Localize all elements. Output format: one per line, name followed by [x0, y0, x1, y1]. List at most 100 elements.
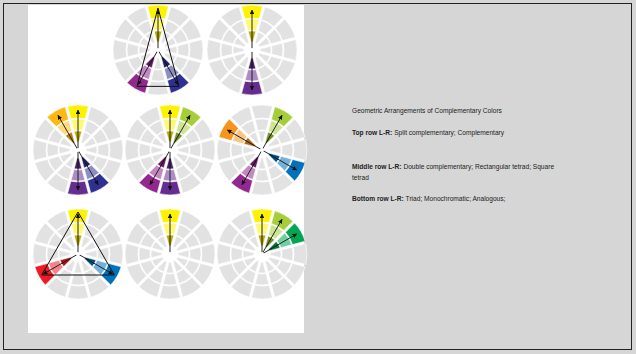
harmony-polygon — [42, 212, 115, 275]
grey-segment — [33, 140, 47, 161]
wheel-center — [156, 48, 160, 52]
grey-segment — [139, 211, 161, 231]
color-wheel — [33, 209, 123, 299]
hue-arrow — [78, 214, 79, 254]
grey-segment — [59, 250, 70, 257]
grey-segment — [101, 119, 121, 141]
grey-segment — [151, 250, 162, 257]
grey-segment — [139, 107, 161, 127]
wheel-center — [168, 252, 172, 256]
hue-segment — [35, 263, 55, 285]
wheel-center — [250, 48, 254, 52]
grey-segment — [127, 159, 147, 181]
hue-arrow — [170, 150, 171, 190]
hue-arrow — [262, 150, 297, 170]
hue-arrow — [170, 115, 190, 150]
grey-segment — [151, 146, 162, 153]
grey-segment — [231, 211, 253, 231]
hue-arrow — [78, 150, 98, 185]
color-wheel — [217, 105, 307, 195]
row-heading: Top row L-R: — [352, 129, 392, 136]
grey-segment — [221, 7, 243, 27]
grey-segment — [115, 59, 135, 81]
grey-segment — [190, 247, 201, 261]
hue-segment — [47, 107, 69, 127]
grey-segment — [151, 70, 165, 81]
color-wheel — [217, 209, 307, 299]
grey-segment — [47, 211, 69, 231]
grey-segment — [139, 247, 150, 261]
grey-segment — [258, 131, 265, 142]
hue-arrow — [78, 150, 79, 190]
grey-segment — [125, 140, 139, 161]
grey-segment — [282, 143, 293, 157]
wheel-center — [260, 148, 264, 152]
grey-segment — [285, 119, 305, 141]
grey-segment — [255, 274, 269, 285]
grey-segment — [255, 170, 269, 181]
grey-segment — [68, 285, 89, 299]
grey-segment — [207, 40, 221, 61]
grey-segment — [219, 263, 239, 285]
grey-segment — [255, 119, 269, 130]
grey-segment — [113, 40, 127, 61]
grey-segment — [178, 146, 189, 153]
grey-segment — [127, 7, 149, 27]
hue-arrow — [58, 115, 78, 150]
color-wheel — [207, 5, 297, 95]
grey-segment — [193, 223, 213, 245]
grey-segment — [260, 46, 271, 53]
hue-arrow — [262, 234, 297, 254]
hue-segment — [285, 223, 305, 245]
grey-segment — [163, 274, 177, 285]
wheel-center — [76, 148, 80, 152]
hue-arrow — [170, 214, 171, 254]
harmony-polygon — [137, 8, 179, 86]
grey-segment — [243, 146, 254, 153]
grey-segment — [47, 143, 58, 157]
grey-segment — [219, 159, 239, 181]
grey-segment — [139, 143, 150, 157]
hue-arrow — [242, 150, 262, 185]
grey-segment — [101, 223, 121, 245]
grey-segment — [231, 143, 242, 157]
grey-segment — [193, 119, 213, 141]
grey-segment — [217, 140, 231, 161]
grey-segment — [179, 277, 201, 297]
grey-segment — [271, 173, 293, 193]
grey-segment — [272, 43, 283, 57]
hue-arrow — [227, 130, 262, 150]
grey-segment — [98, 143, 109, 157]
grey-segment — [166, 262, 173, 273]
grey-segment — [252, 285, 273, 299]
hue-arrow — [150, 150, 170, 185]
grey-segment — [270, 146, 281, 153]
grey-segment — [33, 244, 47, 265]
grey-segment — [154, 58, 161, 69]
wheel-center — [168, 148, 172, 152]
hue-segment — [87, 173, 109, 193]
wheel-center — [260, 252, 264, 256]
grey-segment — [160, 285, 181, 299]
white-panel — [28, 5, 304, 333]
row-heading: Bottom row L-R: — [352, 195, 404, 202]
grey-segment — [87, 277, 109, 297]
grey-segment — [166, 46, 177, 53]
row-description: Triad; Monochromatic; Analogous; — [406, 195, 506, 202]
grey-segment — [233, 46, 244, 53]
grey-segment — [243, 250, 254, 257]
grey-segment — [179, 173, 201, 193]
grey-segment — [178, 43, 189, 57]
grey-segment — [271, 277, 293, 297]
hue-arrow — [138, 50, 158, 85]
grey-segment — [59, 146, 70, 153]
hue-arrow — [252, 10, 253, 50]
grey-segment — [109, 140, 123, 161]
grey-segment — [139, 46, 150, 53]
color-wheel — [125, 209, 215, 299]
grey-segment — [261, 73, 283, 93]
grey-segment — [201, 244, 215, 265]
caption-line: Middle row L-R:Double complementary; Rec… — [352, 161, 564, 183]
